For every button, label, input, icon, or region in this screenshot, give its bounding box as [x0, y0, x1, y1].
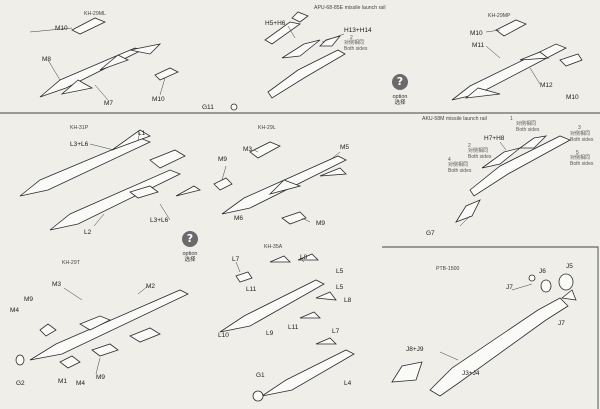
kh35a-label: L7 — [332, 328, 340, 335]
ptb-label: J8+J9 — [406, 346, 424, 353]
aku-note-num: 1 — [510, 116, 513, 122]
kh31p-label: L3+L6 — [150, 217, 169, 224]
kh29t-title: KH-29T — [62, 260, 80, 266]
option-label-cn: 选择 — [394, 100, 406, 106]
aku-note-num: 5 — [576, 150, 579, 156]
kh29mp-label: M12 — [540, 82, 553, 89]
kh35a-label: L8 — [344, 297, 352, 304]
aku-note-num: 3 — [578, 125, 581, 131]
kh35a-label: L9 — [266, 330, 274, 337]
kh29t-label: M9 — [24, 296, 34, 303]
kh31p-label: L1 — [138, 130, 146, 137]
aku-note-en: Both sides — [570, 137, 594, 143]
option-label-en: option — [182, 251, 198, 257]
kh29l-label: M9 — [316, 220, 326, 227]
aku-note-en: Both sides — [516, 127, 540, 133]
aku-note-en: Both sides — [448, 168, 472, 174]
ptb-label: J3+J4 — [462, 370, 480, 377]
ptb-label: J7 — [558, 320, 565, 327]
aku-note-en: Both sides — [570, 161, 594, 167]
kh29mp-label: M11 — [472, 42, 485, 49]
kh29t-label: M2 — [146, 283, 156, 290]
kh29l-label: M6 — [234, 215, 244, 222]
apu-rail — [264, 11, 346, 99]
kh29l-label: M9 — [218, 156, 228, 163]
aku-note-cn: 对侧相同 — [468, 148, 489, 154]
kh29t-label: M4 — [10, 307, 20, 314]
ptb-frame — [382, 246, 599, 409]
kh29l-title: KH-29L — [258, 125, 276, 131]
kh35a-label: L7 — [232, 256, 240, 263]
option-label: option 选择 — [386, 94, 414, 106]
aku-note-cn: 对侧相同 — [570, 131, 591, 137]
aku-title: AKU-58M missile launch rail — [422, 116, 487, 122]
aku-gate: G7 — [426, 230, 435, 237]
option-label-en: option — [392, 94, 408, 100]
kh29mp-title: KH-29MP — [488, 13, 511, 19]
aku-note-cn: 对侧相同 — [516, 121, 537, 127]
kh29t-label: M9 — [96, 374, 106, 381]
kh29ml-label: M8 — [42, 56, 52, 63]
kh35a-gate: G1 — [256, 372, 265, 379]
aku-note-num: 4 — [448, 157, 451, 163]
kh29t-label: M3 — [52, 281, 62, 288]
kh29mp-label: M10 — [566, 94, 579, 101]
apu-note-en: Both sides — [344, 46, 368, 52]
aku-note-num: 2 — [468, 143, 471, 149]
ptb-label: J6 — [539, 268, 546, 275]
kh35a-label: L10 — [218, 332, 229, 339]
option-label-cn: 选择 — [184, 257, 196, 263]
aku-note-cn: 对侧相同 — [570, 155, 591, 161]
ptb-label: J7 — [506, 284, 513, 291]
kh29t-label: M1 — [58, 378, 68, 385]
kh31p-title: KH-31P — [70, 125, 89, 131]
apu-note-num: 2 — [350, 35, 353, 41]
kh29l-label: M3 — [243, 146, 253, 153]
apu-title: APU-68-85E missile launch rail — [314, 5, 386, 11]
kh29ml-label: M10 — [55, 25, 68, 32]
apu-part: H5+H6 — [265, 20, 286, 27]
kh29l-missile — [213, 141, 347, 225]
kh29ml-missile — [29, 17, 238, 111]
kh29mp-label: M10 — [470, 30, 483, 37]
aku-note-cn: 对侧相同 — [448, 162, 469, 168]
kh35a-label: L5 — [336, 284, 344, 291]
kh29t-gate: G2 — [16, 380, 25, 387]
option-label: option 选择 — [176, 251, 204, 263]
ptb1500-tank — [391, 273, 577, 397]
kh35a-missile — [219, 253, 355, 402]
ptb1500-title: PTB-1500 — [436, 266, 460, 272]
kh29l-label: M5 — [340, 144, 350, 151]
kh35a-label: L8 — [300, 254, 308, 261]
aku-part: H7+H8 — [484, 135, 505, 142]
option-icon: ? — [182, 231, 198, 247]
kh29t-missile — [15, 285, 189, 375]
kh31p-missile — [19, 129, 201, 231]
kh29ml-gate: G11 — [202, 104, 214, 111]
kh35a-label: L5 — [336, 268, 344, 275]
kh29mp-missile — [451, 19, 583, 101]
kh29ml-label: M10 — [152, 96, 165, 103]
kh29ml-title: KH-29ML — [84, 11, 106, 17]
kh35a-label: L4 — [344, 380, 352, 387]
kh31p-label: L3+L6 — [70, 141, 89, 148]
apu-note-cn: 对侧相同 — [344, 40, 365, 46]
kh31p-label: L2 — [84, 229, 92, 236]
kh35a-title: KH-35A — [264, 244, 283, 250]
aku-note-en: Both sides — [468, 154, 492, 160]
kh35a-label: L11 — [246, 286, 257, 293]
kh35a-label: L11 — [288, 324, 299, 331]
aku-rail — [455, 135, 571, 227]
kh29ml-label: M7 — [104, 100, 114, 107]
kh29t-label: M4 — [76, 380, 86, 387]
ptb-label: J5 — [566, 263, 573, 270]
option-icon: ? — [392, 74, 408, 90]
apu-part: H13+H14 — [344, 27, 372, 34]
